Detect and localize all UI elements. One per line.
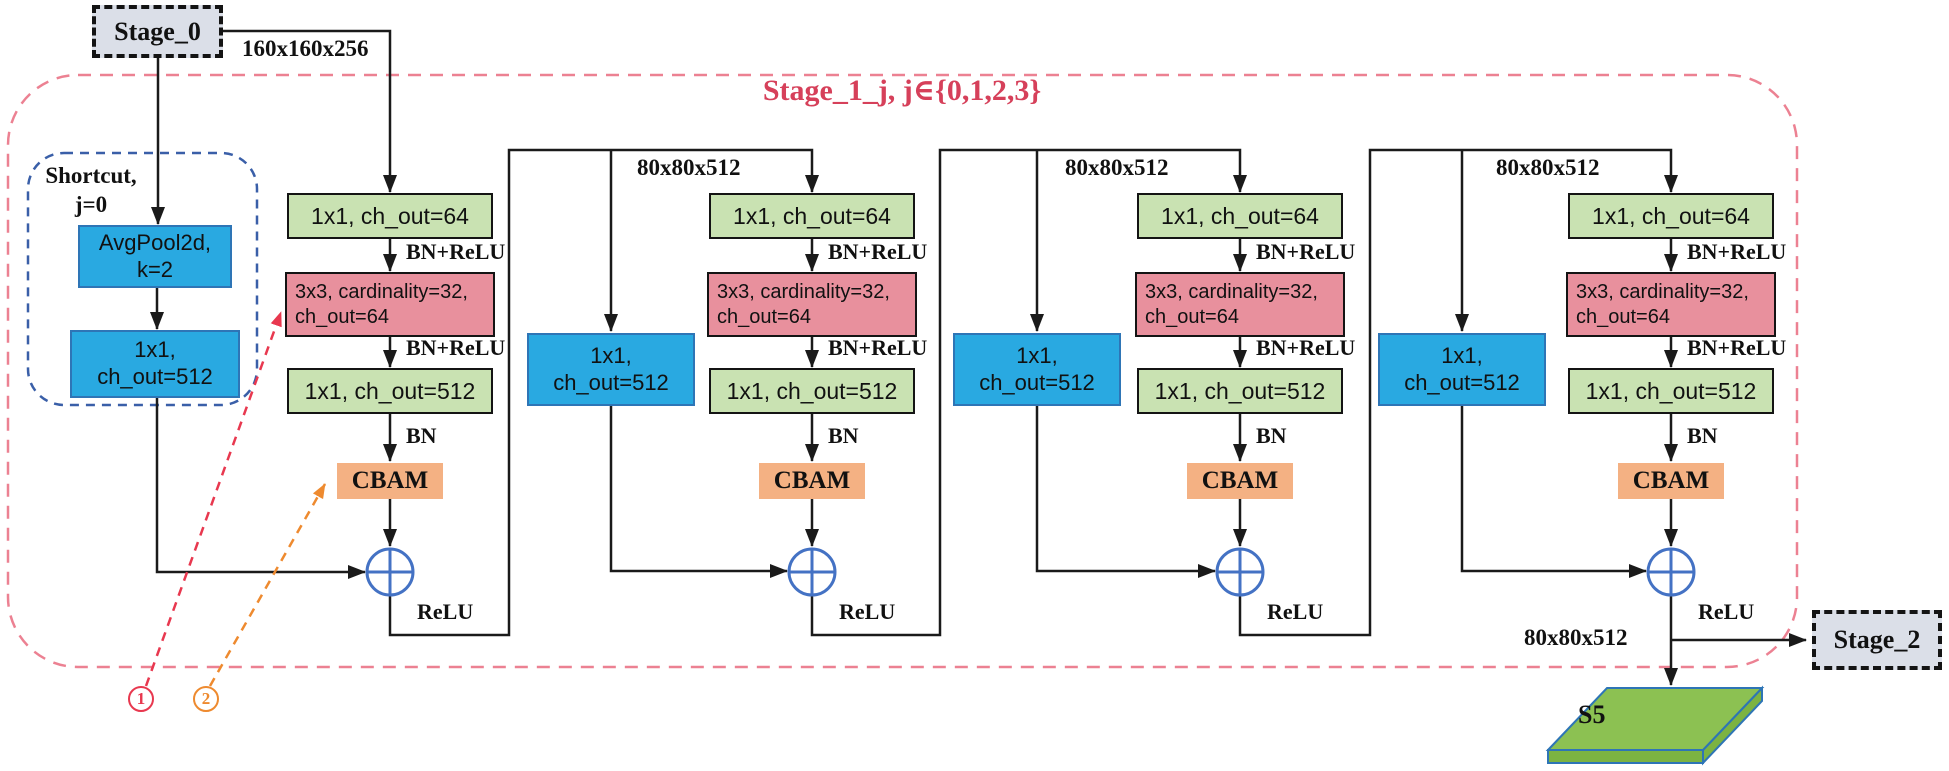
stage0-box: Stage_0 [92,5,223,58]
block-2-conv3-box: 1x1, ch_out=512 [1137,368,1343,414]
add-icon-b1 [787,547,837,597]
add-symbols [365,547,1696,597]
edge-blue1-to-add2 [1035,406,1216,578]
block-0-relu-label: ReLU [417,599,474,624]
block-0-conv1-box: 1x1, ch_out=64 [287,193,493,239]
block-3-cbam-box: CBAM [1618,463,1724,499]
avgpool-box: AvgPool2d, k=2 [78,225,232,288]
block-1-relu-label: ReLU [839,599,896,624]
block-2-bnrelu2-label: BN+ReLU [1256,335,1356,360]
block-3-conv1-box: 1x1, ch_out=64 [1568,193,1774,239]
block-0-bnrelu1-label: BN+ReLU [406,239,506,264]
edge-stage0-to-block0 [223,29,397,193]
block-3-bnrelu1-label: BN+ReLU [1687,239,1787,264]
block-1-conv1-box: 1x1, ch_out=64 [709,193,915,239]
edge-blue2-to-add3 [1460,406,1647,578]
stage2-box: Stage_2 [1812,610,1942,670]
rail-dim-label-2: 80x80x512 [1065,155,1169,180]
rail-dim-label-1: 80x80x512 [637,155,741,180]
block-1-cbam-box: CBAM [759,463,865,499]
s5-label: S5 [1578,700,1606,729]
shortcut-conv-box: 1x1, ch_out=512 [70,330,240,398]
annotation-arrow-1 [144,311,283,687]
block-0-cbam-box: CBAM [337,463,443,499]
edge-blue0-to-add1 [609,406,788,578]
edge-loop-b0-b1 [388,148,819,637]
block-3-conv2-box: 3x3, cardinality=32, ch_out=64 [1566,272,1776,337]
block-0-conv3-box: 1x1, ch_out=512 [287,368,493,414]
add-icon-b3 [1646,547,1696,597]
edge-loop-b2-b3 [1238,148,1678,637]
add-icon-b2 [1215,547,1265,597]
block-3-bn-label: BN [1687,423,1718,448]
block-2-conv2-box: 3x3, cardinality=32, ch_out=64 [1135,272,1345,337]
stage1-group-border [6,73,1799,669]
block-2-conv1-box: 1x1, ch_out=64 [1137,193,1343,239]
block-2-relu-label: ReLU [1267,599,1324,624]
annotation-marker-1: 1 [128,686,154,712]
block-2-cbam-box: CBAM [1187,463,1293,499]
connector-lines [150,29,1807,686]
shortcut-group-border [26,151,259,407]
shortcut-group-title: Shortcut, j=0 [45,163,137,217]
block-1-bn-label: BN [828,423,859,448]
block-1-bnrelu1-label: BN+ReLU [828,239,928,264]
block-1-bnrelu2-label: BN+ReLU [828,335,928,360]
block-1-conv2-box: 3x3, cardinality=32, ch_out=64 [707,272,917,337]
block-0-conv2-box: 3x3, cardinality=32, ch_out=64 [285,272,495,337]
block-3-bnrelu2-label: BN+ReLU [1687,335,1787,360]
block-1-conv3-box: 1x1, ch_out=512 [709,368,915,414]
add-icon-b0 [365,547,415,597]
edge-loop-b1-b2 [810,148,1247,637]
shortcut-conv-box-2: 1x1, ch_out=512 [953,333,1121,406]
shortcut-conv-box-3: 1x1, ch_out=512 [1378,333,1546,406]
annotation-marker-2: 2 [193,686,219,712]
annotation-arrow-2 [208,483,327,687]
shortcut-conv-box-1: 1x1, ch_out=512 [527,333,695,406]
stage1-group-title: Stage_1_j, j∈{0,1,2,3} [762,74,1042,107]
input-dim-label: 160x160x256 [242,36,369,61]
rail-dim-label-3: 80x80x512 [1496,155,1600,180]
edge-shortcut-to-add0 [155,398,366,579]
block-2-bn-label: BN [1256,423,1287,448]
block-0-bn-label: BN [406,423,437,448]
block-3-conv3-box: 1x1, ch_out=512 [1568,368,1774,414]
block-0-bnrelu2-label: BN+ReLU [406,335,506,360]
s5-feature-map [1545,685,1765,766]
block-2-bnrelu1-label: BN+ReLU [1256,239,1356,264]
output-dim-label: 80x80x512 [1524,625,1628,650]
block-3-relu-label: ReLU [1698,599,1755,624]
